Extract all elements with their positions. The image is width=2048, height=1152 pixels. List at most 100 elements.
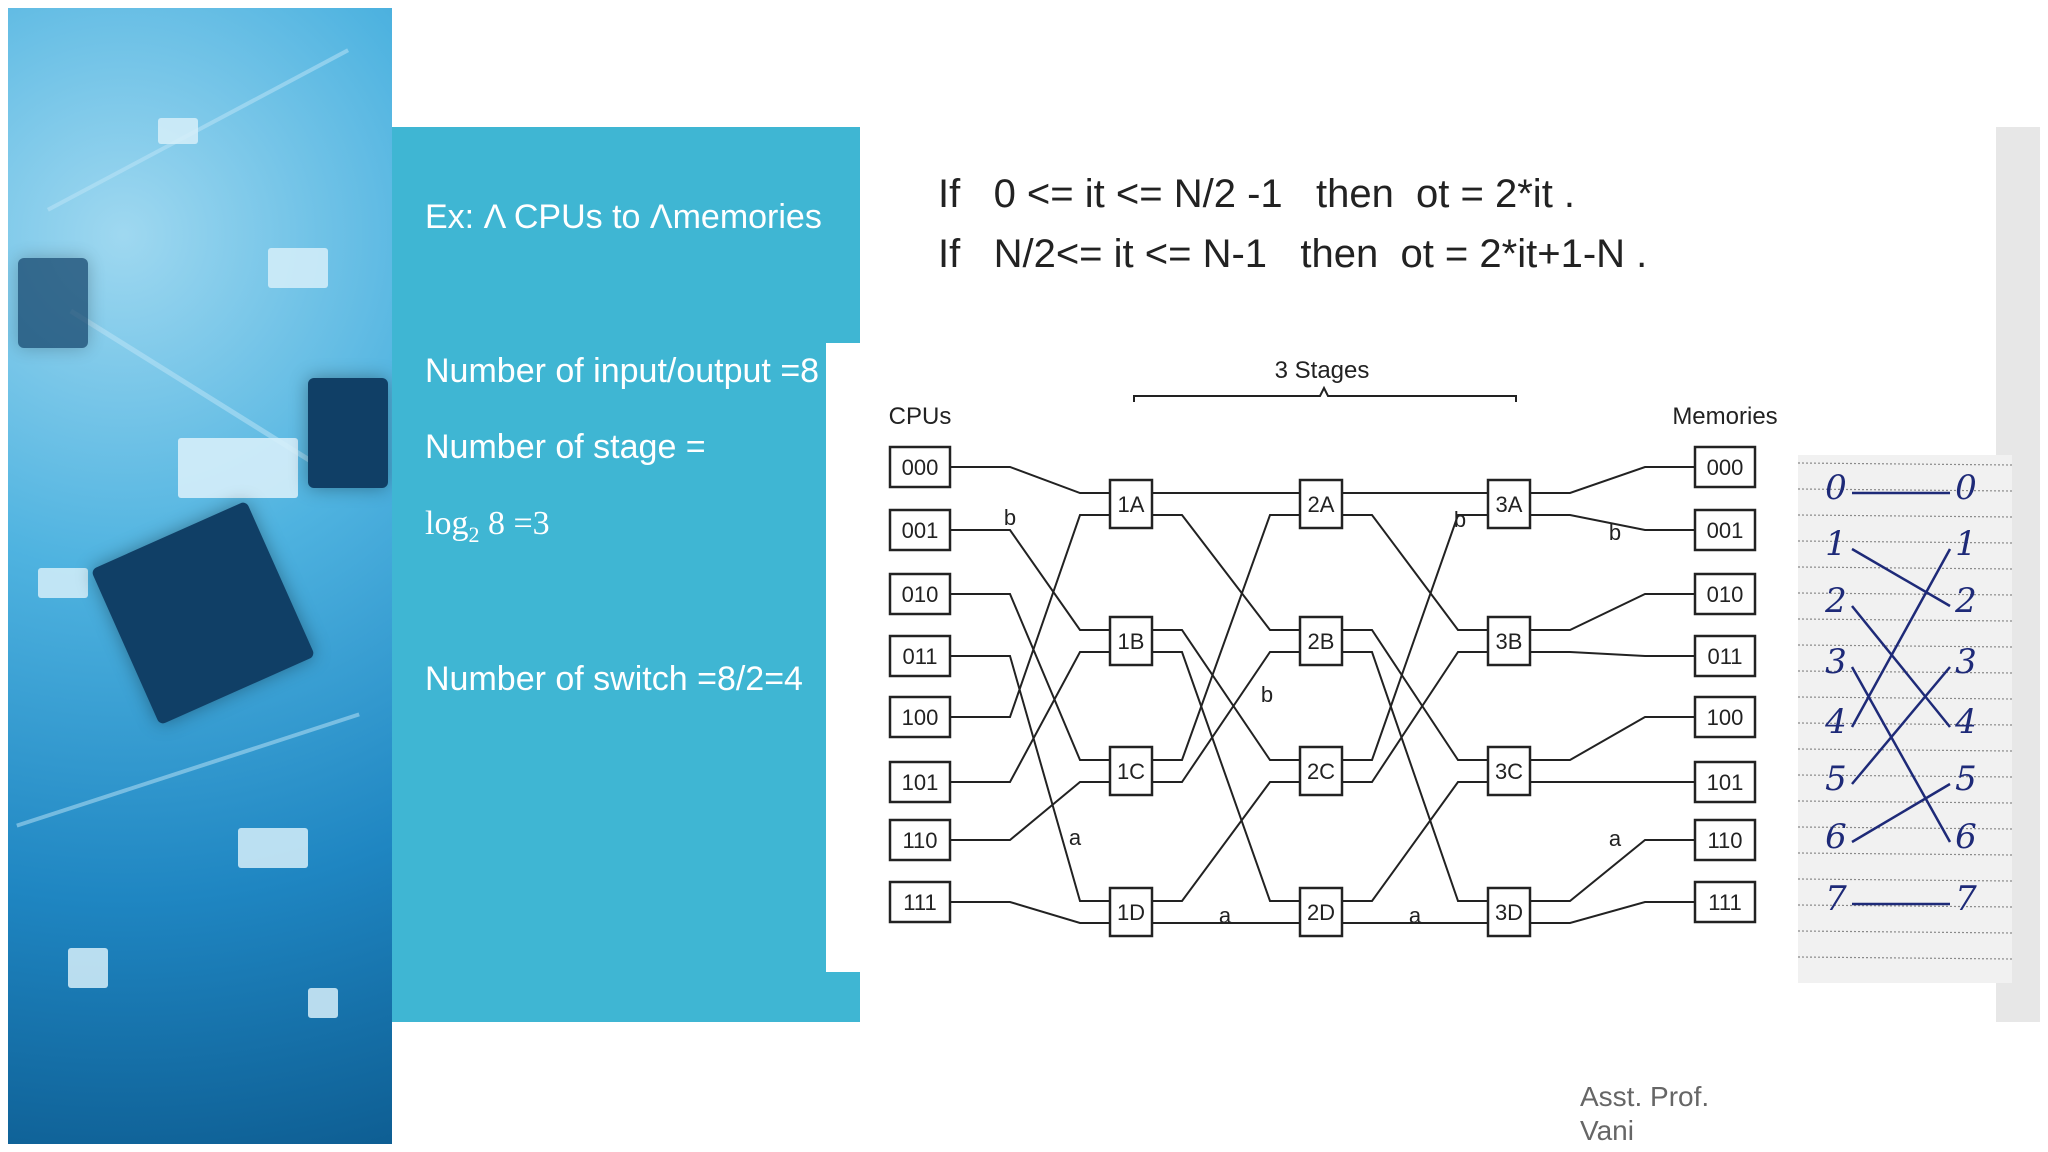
path-label: b xyxy=(1261,682,1273,707)
switch-label: 2B xyxy=(1308,629,1335,654)
shuffle-stroke xyxy=(1850,548,1952,728)
notebook-rule xyxy=(1797,800,2013,804)
path-label: b xyxy=(1454,507,1466,532)
cpu-label: 111 xyxy=(903,890,936,915)
notebook-rule xyxy=(1797,956,2013,960)
switch-label: 3B xyxy=(1496,629,1523,654)
memory-label: 100 xyxy=(1707,705,1744,730)
network-link xyxy=(950,901,1110,924)
switch-box xyxy=(1298,745,1344,797)
memories-label: Memories xyxy=(1672,403,1777,430)
cpu-box xyxy=(888,880,952,924)
hand-input-number: 5 xyxy=(1825,759,1847,799)
notebook-rule xyxy=(1797,930,2013,934)
cpu-box xyxy=(888,818,952,862)
log-base: 2 xyxy=(468,521,480,547)
cpu-label: 001 xyxy=(902,518,939,543)
hand-output-number: 1 xyxy=(1955,524,1977,564)
switch-label: 1B xyxy=(1118,629,1145,654)
switch-label: 3D xyxy=(1495,900,1523,925)
path-label: a xyxy=(1409,903,1422,928)
stages-brace xyxy=(1133,385,1517,402)
cpu-box xyxy=(888,508,952,552)
hand-input-number: 1 xyxy=(1825,524,1847,564)
switch-label: 1A xyxy=(1118,492,1145,517)
network-link xyxy=(1530,593,1695,631)
memory-label: 110 xyxy=(1707,828,1742,853)
memory-box xyxy=(1693,634,1757,678)
cpu-box xyxy=(888,572,952,616)
shuffle-stroke xyxy=(1851,782,1951,844)
network-link xyxy=(1530,839,1695,902)
switch-label: 2A xyxy=(1308,492,1335,517)
path-label: b xyxy=(1004,505,1016,530)
cpu-box xyxy=(888,695,952,739)
network-link xyxy=(1342,651,1488,902)
notebook-rule xyxy=(1797,462,2013,466)
formula-line-1: If 0 <= it <= N/2 -1 then ot = 2*it . xyxy=(938,172,1576,216)
network-link xyxy=(1342,514,1488,631)
switch-label: 3A xyxy=(1496,492,1523,517)
memory-box xyxy=(1693,818,1757,862)
example-title: Ex: Λ CPUs to Λmemories xyxy=(425,198,822,236)
network-link xyxy=(1152,514,1300,761)
network-link xyxy=(1530,716,1695,761)
switch-box xyxy=(1298,478,1344,530)
io-count-text: Number of input/output =8 xyxy=(425,352,820,390)
cpu-box xyxy=(888,760,952,804)
memory-label: 000 xyxy=(1707,455,1744,480)
network-link xyxy=(950,655,1110,902)
hand-input-number: 6 xyxy=(1825,817,1847,857)
memory-box xyxy=(1693,760,1757,804)
hand-input-number: 3 xyxy=(1825,642,1847,682)
hand-input-number: 7 xyxy=(1825,879,1847,919)
network-link xyxy=(1152,514,1300,631)
network-link xyxy=(950,781,1110,841)
hand-output-number: 3 xyxy=(1955,642,1977,682)
network-link xyxy=(1152,651,1300,783)
memory-box xyxy=(1693,695,1757,739)
switch-box xyxy=(1108,745,1154,797)
cpus-label: CPUs xyxy=(889,403,952,430)
author-title: Asst. Prof. xyxy=(1580,1081,1710,1112)
switch-label: 1D xyxy=(1117,900,1145,925)
hand-output-number: 4 xyxy=(1954,702,1977,742)
network-link xyxy=(1342,781,1488,902)
network-link xyxy=(950,651,1110,783)
network-link xyxy=(1342,651,1488,783)
hand-output-number: 5 xyxy=(1955,759,1977,799)
path-label: a xyxy=(1069,825,1082,850)
memory-label: 001 xyxy=(1707,518,1744,543)
memory-box xyxy=(1693,572,1757,616)
hand-output-number: 7 xyxy=(1955,879,1977,919)
memory-box xyxy=(1693,880,1757,924)
network-link xyxy=(950,593,1110,761)
shuffle-stroke xyxy=(1851,666,1951,785)
shuffle-stroke xyxy=(1851,547,1951,608)
hand-output-number: 2 xyxy=(1954,581,1977,621)
hand-input-number: 0 xyxy=(1825,468,1847,508)
switch-box xyxy=(1486,745,1532,797)
cpu-label: 010 xyxy=(902,582,939,607)
switch-label: 2C xyxy=(1307,759,1335,784)
author-name: Vani xyxy=(1580,1115,1634,1146)
network-link xyxy=(1152,651,1300,902)
switch-box xyxy=(1298,886,1344,938)
memory-label: 010 xyxy=(1707,582,1744,607)
hand-input-number: 4 xyxy=(1824,702,1847,742)
memory-label: 011 xyxy=(1707,644,1742,669)
log-word: log xyxy=(425,505,469,542)
cpu-label: 100 xyxy=(902,705,939,730)
teal-panel xyxy=(392,127,860,1022)
switch-label: 2D xyxy=(1307,900,1335,925)
cpu-label: 101 xyxy=(902,770,939,795)
network-link xyxy=(1530,466,1695,494)
switch-label: 3C xyxy=(1495,759,1523,784)
circuit-board-image xyxy=(8,8,392,1144)
switch-box xyxy=(1486,886,1532,938)
diagram-lines xyxy=(950,466,1695,924)
switch-box xyxy=(1486,478,1532,530)
notebook-rule xyxy=(1797,748,2013,752)
memory-label: 101 xyxy=(1707,770,1744,795)
